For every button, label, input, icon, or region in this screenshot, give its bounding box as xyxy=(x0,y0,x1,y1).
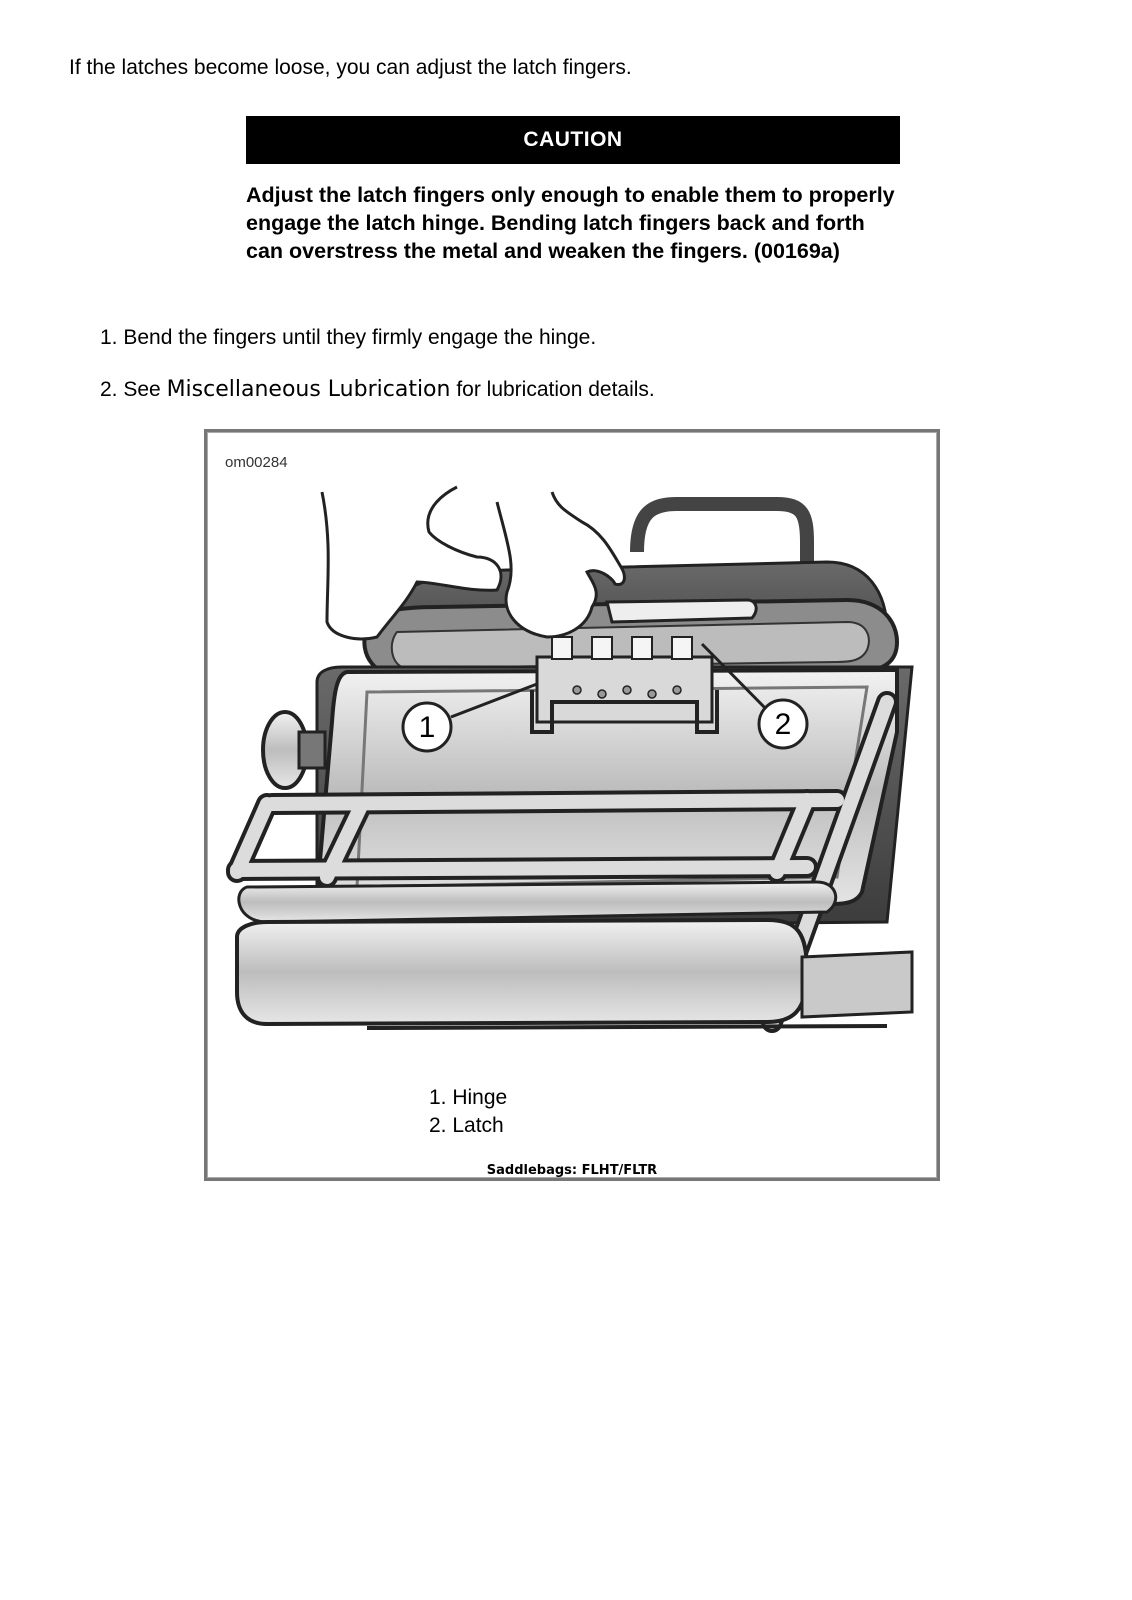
callout-1-label: 1 xyxy=(419,711,436,744)
step-text: Bend the fingers until they firmly engag… xyxy=(123,326,597,349)
intro-text: If the latches become loose, you can adj… xyxy=(69,56,632,79)
step-prefix: See xyxy=(123,378,161,401)
lubrication-link[interactable]: Miscellaneous Lubrication xyxy=(166,377,451,402)
caution-banner: CAUTION xyxy=(246,116,900,164)
figure-caption: Saddlebags: FLHT/FLTR xyxy=(486,1163,658,1178)
figure-id: om00284 xyxy=(225,454,288,471)
legend-item: 2. Latch xyxy=(429,1114,504,1137)
saddlebag-figure: 1 2 om00284 1. Hinge 2. Latch Saddlebags… xyxy=(204,429,940,1181)
step-list: 1. Bend the fingers until they firmly en… xyxy=(100,325,655,429)
callout-2-label: 2 xyxy=(775,708,792,741)
step-item: 1. Bend the fingers until they firmly en… xyxy=(100,325,655,351)
figure-legend: 1. Hinge 2. Latch xyxy=(429,1084,507,1140)
caution-message: Adjust the latch fingers only enough to … xyxy=(246,183,895,263)
step-suffix: for lubrication details. xyxy=(456,378,655,401)
saddlebag-illustration: 1 2 xyxy=(226,485,914,1033)
legend-item: 1. Hinge xyxy=(429,1086,508,1109)
step-number: 1. xyxy=(100,326,118,349)
step-item: 2. See Miscellaneous Lubrication for lub… xyxy=(100,377,655,403)
step-number: 2. xyxy=(100,378,118,401)
callout-2-circle xyxy=(757,698,809,750)
callout-1-circle xyxy=(401,701,453,753)
